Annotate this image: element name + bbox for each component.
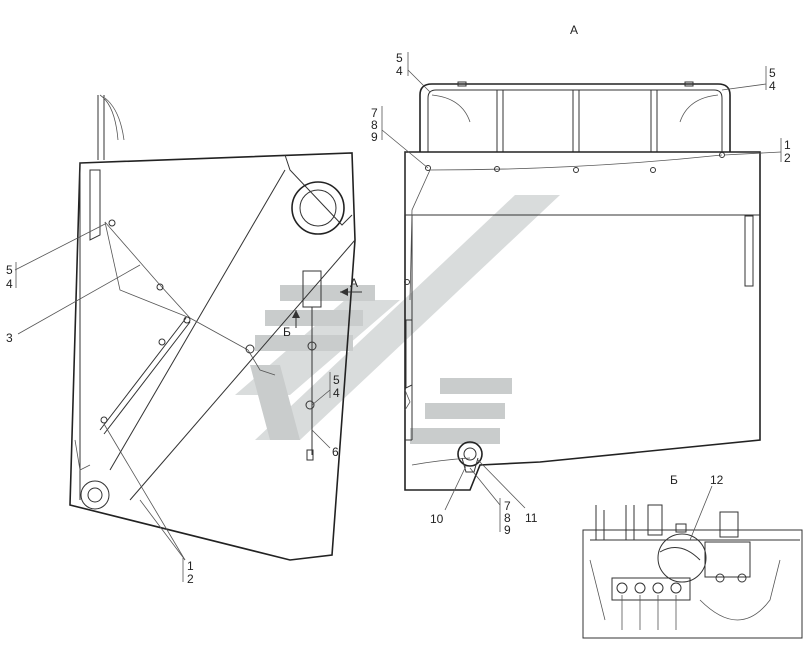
svg-text:Б: Б	[283, 325, 291, 339]
svg-text:11: 11	[525, 511, 538, 525]
svg-text:9: 9	[504, 523, 511, 537]
svg-text:6: 6	[332, 445, 339, 459]
callout-center-5-4: 5 4	[311, 372, 340, 406]
callout-right-7-8-9-bottom: 7 8 9	[469, 467, 511, 537]
svg-text:4: 4	[6, 277, 13, 291]
callout-left-3: 3	[6, 264, 141, 345]
svg-text:7: 7	[504, 499, 511, 513]
svg-text:4: 4	[396, 64, 403, 78]
callout-right-10: 10	[430, 465, 467, 526]
callout-right-11: 11	[477, 459, 538, 525]
callout-right-1-2: 1 2	[723, 138, 791, 165]
svg-text:5: 5	[769, 66, 776, 80]
left-panel-side-view	[69, 94, 356, 561]
callout-left-1-2: 1 2	[103, 423, 194, 586]
svg-text:10: 10	[430, 512, 444, 526]
callout-right-7-8-9-top: 7 8 9	[371, 106, 429, 169]
callout-inset-12: 12	[689, 473, 724, 541]
svg-text:4: 4	[769, 79, 776, 93]
svg-text:3: 3	[6, 331, 13, 345]
callout-center-6: 6	[311, 429, 339, 459]
view-a-title: А	[570, 23, 578, 37]
callout-right-5-4-top-left: 5 4	[396, 51, 431, 93]
view-arrow-a: А	[340, 276, 362, 296]
svg-text:А: А	[350, 276, 358, 290]
callout-left-5-4: 5 4	[6, 223, 106, 291]
svg-text:7: 7	[371, 106, 378, 120]
watermark-logo	[235, 195, 560, 444]
svg-text:2: 2	[187, 572, 194, 586]
svg-text:5: 5	[396, 51, 403, 65]
svg-text:12: 12	[710, 473, 724, 487]
svg-text:1: 1	[187, 559, 194, 573]
svg-text:8: 8	[504, 511, 511, 525]
svg-text:8: 8	[371, 118, 378, 132]
right-panel-view-a	[404, 81, 761, 491]
svg-text:5: 5	[333, 373, 340, 387]
svg-text:5: 5	[6, 263, 13, 277]
view-b-title: Б	[670, 473, 678, 487]
svg-text:4: 4	[333, 386, 340, 400]
inset-view-b	[582, 504, 803, 639]
callout-right-5-4-top-right: 5 4	[721, 66, 776, 93]
svg-text:2: 2	[784, 151, 791, 165]
svg-text:9: 9	[371, 130, 378, 144]
view-arrow-b: Б	[283, 310, 300, 339]
svg-text:1: 1	[784, 138, 791, 152]
